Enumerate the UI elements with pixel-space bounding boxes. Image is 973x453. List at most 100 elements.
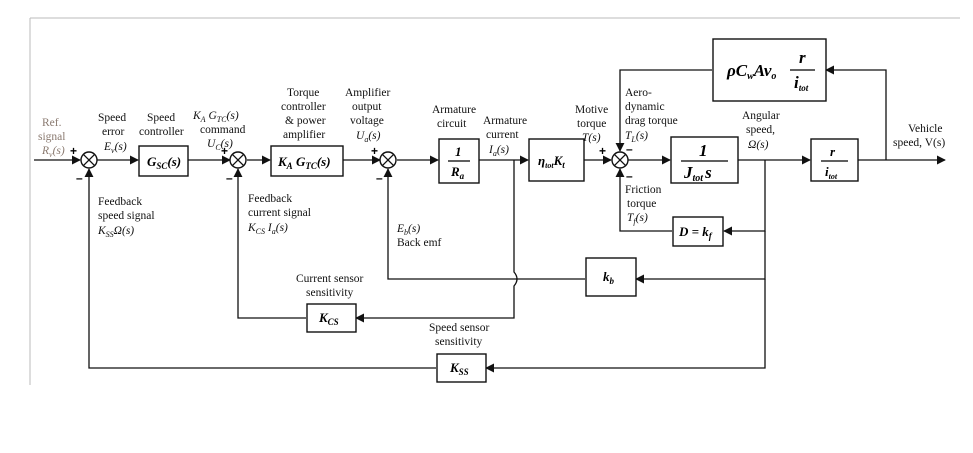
svg-text:circuit: circuit	[437, 118, 467, 130]
wire-aero-feed	[825, 65, 887, 160]
label-torque-controller: Torque controller & power amplifier	[281, 87, 326, 141]
label-armature-circuit: Armature circuit	[432, 104, 476, 130]
svg-text:Armature: Armature	[432, 104, 476, 116]
sign-minus-current: –	[226, 171, 233, 185]
svg-text:torque: torque	[577, 118, 606, 130]
svg-text:D = kf: D = kf	[678, 224, 713, 241]
svg-text:ηtotKt: ηtotKt	[538, 153, 565, 170]
label-ref-signal: Ref. signal Rv(s)	[38, 117, 65, 159]
svg-text:itot: itot	[825, 164, 838, 181]
armature-block: 1 Ra	[438, 138, 480, 184]
label-feedback-current: Feedback current signal KCS Ia(s)	[247, 193, 311, 236]
svg-text:Eb(s): Eb(s)	[396, 223, 420, 237]
wire-speed-out	[84, 168, 436, 369]
svg-text:Friction: Friction	[625, 184, 662, 196]
svg-text:Tf(s): Tf(s)	[627, 212, 648, 226]
svg-text:kb: kb	[603, 269, 615, 286]
svg-text:T(s): T(s)	[582, 132, 601, 144]
torque-constant-block: ηtotKt	[528, 138, 585, 182]
svg-text:controller: controller	[281, 101, 326, 113]
svg-text:Angular: Angular	[742, 110, 780, 122]
svg-text:Feedback: Feedback	[98, 196, 142, 208]
svg-text:drag torque: drag torque	[625, 115, 678, 127]
svg-text:sensitivity: sensitivity	[306, 287, 354, 299]
label-current-sensor: Current sensor sensitivity	[296, 273, 364, 299]
svg-text:Current sensor: Current sensor	[296, 273, 364, 285]
svg-text:itot: itot	[794, 73, 809, 93]
svg-text:Aero-: Aero-	[625, 87, 652, 99]
svg-text:current: current	[486, 129, 519, 141]
aero-drag-block: ρCwAvo r itot	[712, 38, 827, 102]
svg-text:amplifier: amplifier	[283, 129, 325, 141]
label-speed-sensor: Speed sensor sensitivity	[429, 322, 490, 348]
svg-text:voltage: voltage	[350, 115, 384, 127]
current-sensor-block: KCS	[306, 303, 357, 333]
svg-text:Feedback: Feedback	[248, 193, 292, 205]
svg-text:signal: signal	[38, 131, 65, 143]
svg-text:1: 1	[455, 144, 462, 159]
svg-text:torque: torque	[627, 198, 656, 210]
svg-text:KSS: KSS	[449, 360, 469, 377]
sum-speed-error	[80, 151, 98, 169]
svg-text:Back emf: Back emf	[397, 237, 442, 249]
svg-text:Speed: Speed	[147, 112, 175, 124]
gear-ratio-block: r itot	[810, 138, 859, 182]
svg-text:KA GTC(s): KA GTC(s)	[277, 154, 331, 171]
svg-text:KCS: KCS	[318, 310, 339, 327]
svg-text:Amplifier: Amplifier	[345, 87, 391, 99]
label-speed-controller: Speed controller	[139, 112, 184, 138]
label-amp-output: Amplifier output voltage Ua(s)	[345, 87, 391, 144]
svg-text:1: 1	[699, 141, 708, 160]
svg-text:r: r	[830, 144, 836, 159]
svg-text:current signal: current signal	[248, 207, 311, 219]
svg-text:Vehicle: Vehicle	[908, 123, 942, 135]
label-speed-error: Speed error Ev(s)	[98, 112, 127, 155]
svg-text:Speed: Speed	[98, 112, 126, 124]
wire-current-out	[233, 168, 306, 319]
svg-text:error: error	[102, 126, 125, 138]
svg-text:ρCwAvo: ρCwAvo	[726, 61, 776, 82]
label-aero-drag: Aero- dynamic drag torque TL(s)	[625, 87, 678, 144]
svg-text:Torque: Torque	[287, 87, 319, 99]
torque-controller-block: KA GTC(s)	[270, 145, 344, 177]
svg-text:TL(s): TL(s)	[625, 130, 648, 144]
svg-text:r: r	[799, 48, 806, 67]
friction-block: D = kf	[672, 216, 724, 247]
sign-minus-friction: –	[626, 169, 633, 183]
label-friction-torque: Friction torque Tf(s)	[625, 184, 662, 226]
sign-plus-amp: +	[371, 144, 378, 158]
label-armature-current: Armature current Ia(s)	[483, 115, 527, 158]
sum-voltage	[379, 151, 397, 169]
wire-current-feed	[355, 160, 518, 323]
svg-text:sensitivity: sensitivity	[435, 336, 483, 348]
svg-text:command: command	[200, 124, 246, 136]
sign-minus-aero: –	[626, 142, 633, 156]
svg-text:Ref.: Ref.	[42, 117, 62, 129]
wire-speed-feed	[485, 279, 766, 373]
svg-text:speed,: speed,	[746, 124, 775, 136]
svg-text:Rv(s): Rv(s)	[41, 145, 65, 159]
svg-text:Armature: Armature	[483, 115, 527, 127]
sum-torque	[611, 151, 629, 169]
sign-minus-speed: –	[76, 171, 83, 185]
svg-text:KSSΩ(s): KSSΩ(s)	[97, 225, 134, 239]
wire-friction-out	[615, 168, 672, 232]
label-feedback-speed: Feedback speed signal KSSΩ(s)	[97, 196, 155, 239]
svg-text:GSC(s): GSC(s)	[147, 154, 181, 171]
backemf-gain-block: kb	[585, 257, 637, 297]
svg-text:Ua(s): Ua(s)	[356, 130, 381, 144]
sign-minus-emf: –	[376, 171, 383, 185]
svg-text:& power: & power	[285, 115, 326, 127]
label-motive-torque: Motive torque T(s)	[575, 104, 608, 144]
svg-text:KCS Ia(s): KCS Ia(s)	[247, 222, 288, 236]
label-vehicle-speed: Vehicle speed, V(s)	[893, 123, 945, 149]
svg-text:Ia(s): Ia(s)	[488, 144, 509, 158]
label-back-emf: Eb(s) Back emf	[396, 223, 442, 249]
label-command: KA GTC(s) command UC(s)	[192, 110, 246, 152]
label-angular-speed: Angular speed, Ω(s)	[742, 110, 780, 151]
svg-text:speed, V(s): speed, V(s)	[893, 137, 945, 149]
svg-text:Ω(s): Ω(s)	[748, 139, 769, 151]
